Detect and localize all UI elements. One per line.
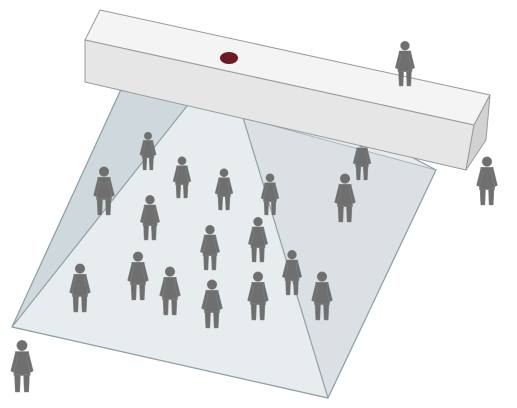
overhead-sensor-icon (220, 52, 238, 64)
person-figure-icon (477, 157, 498, 205)
person-figure-icon (11, 340, 34, 392)
